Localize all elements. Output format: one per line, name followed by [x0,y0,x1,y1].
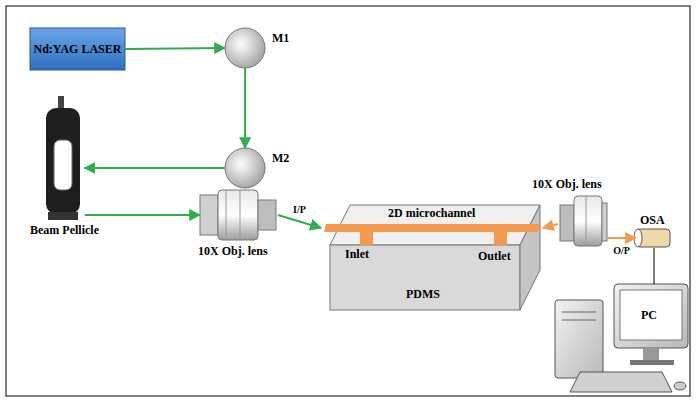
node-label: Outlet [478,250,511,263]
pdms-chip [324,205,540,310]
mirror-m1: M1 [222,26,292,70]
objective-lens-in: 10X Obj. lens [190,185,290,265]
pc-computer [555,284,688,392]
edge-label: O/P [611,245,632,256]
mirror-disc [225,28,265,68]
beam-connector [125,48,225,49]
beam-connector [85,214,200,216]
laser-box: Nd:YAG LASER [30,28,127,72]
node-label: 10X Obj. lens [532,178,602,191]
objective-lens [560,196,607,246]
node-label: Inlet [345,248,369,261]
objective-lens [200,190,276,240]
laser-body [30,28,125,70]
node-label: 2D microchannel [388,207,475,220]
beam-connector [543,224,558,228]
beam-pellicle: Beam Pellicle [28,92,118,242]
edge-label: I/P [291,204,308,215]
outlet-port [494,230,507,245]
node-label: 10X Obj. lens [198,245,268,258]
node-label: M2 [272,152,289,165]
beam-connector [278,215,321,228]
frame-border [6,6,690,396]
microchannel [324,224,540,232]
objective-lens-out: 10X Obj. lens [532,178,612,253]
beam-connector [85,167,225,169]
node-label: Nd:YAG LASER [30,28,125,70]
node-label: PC [641,309,657,322]
osa: OSA [630,214,680,254]
node-label: OSA [640,214,665,227]
inlet-port [360,230,373,245]
node-label: M1 [272,32,289,45]
pc: PC [550,282,690,394]
beam-connector [244,68,246,148]
beam-connector [607,237,636,239]
pellicle-mount [46,96,80,220]
mirror-m2: M2 [222,146,292,190]
node-label: Beam Pellicle [30,224,99,237]
pdms-chip: 2D microchannelInlet OutletPDMS [318,200,543,315]
mirror-disc [225,148,265,188]
osa-detector [634,229,670,247]
node-label: PDMS [406,288,440,301]
beam-connector [654,248,655,284]
